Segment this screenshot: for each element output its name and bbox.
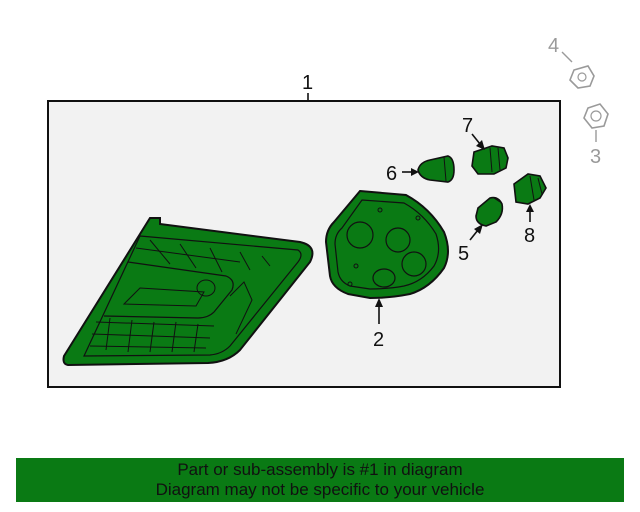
socket-upper[interactable] bbox=[471, 145, 509, 175]
tail-light-housing[interactable] bbox=[62, 217, 314, 367]
callout-4: 4 bbox=[548, 35, 559, 57]
leader-line-7 bbox=[471, 133, 481, 145]
callout-1: 1 bbox=[302, 72, 313, 94]
callout-7: 7 bbox=[462, 115, 473, 137]
arrow-head-2 bbox=[375, 298, 383, 307]
callout-2: 2 bbox=[373, 329, 384, 351]
callout-6: 6 bbox=[386, 163, 397, 185]
callout-5: 5 bbox=[458, 243, 469, 265]
arrow-head-6 bbox=[411, 168, 419, 176]
banner-line-1: Part or sub-assembly is #1 in diagram bbox=[177, 460, 463, 479]
arrow-head-7 bbox=[476, 140, 485, 150]
info-banner: Part or sub-assembly is #1 in diagram Di… bbox=[16, 458, 624, 502]
nut[interactable] bbox=[583, 103, 609, 129]
bulb-small[interactable] bbox=[475, 196, 504, 227]
callout-3: 3 bbox=[590, 146, 601, 168]
lens-gasket[interactable] bbox=[324, 189, 449, 300]
socket-right[interactable] bbox=[513, 173, 547, 205]
bulb-large[interactable] bbox=[417, 155, 455, 183]
arrow-head-8 bbox=[526, 204, 534, 212]
leader-line-4 bbox=[561, 51, 573, 63]
banner-line-2: Diagram may not be specific to your vehi… bbox=[155, 480, 485, 499]
leader-line-5 bbox=[469, 229, 479, 241]
callout-8: 8 bbox=[524, 225, 535, 247]
grommet[interactable] bbox=[569, 65, 595, 89]
arrow-head-5 bbox=[474, 224, 483, 234]
